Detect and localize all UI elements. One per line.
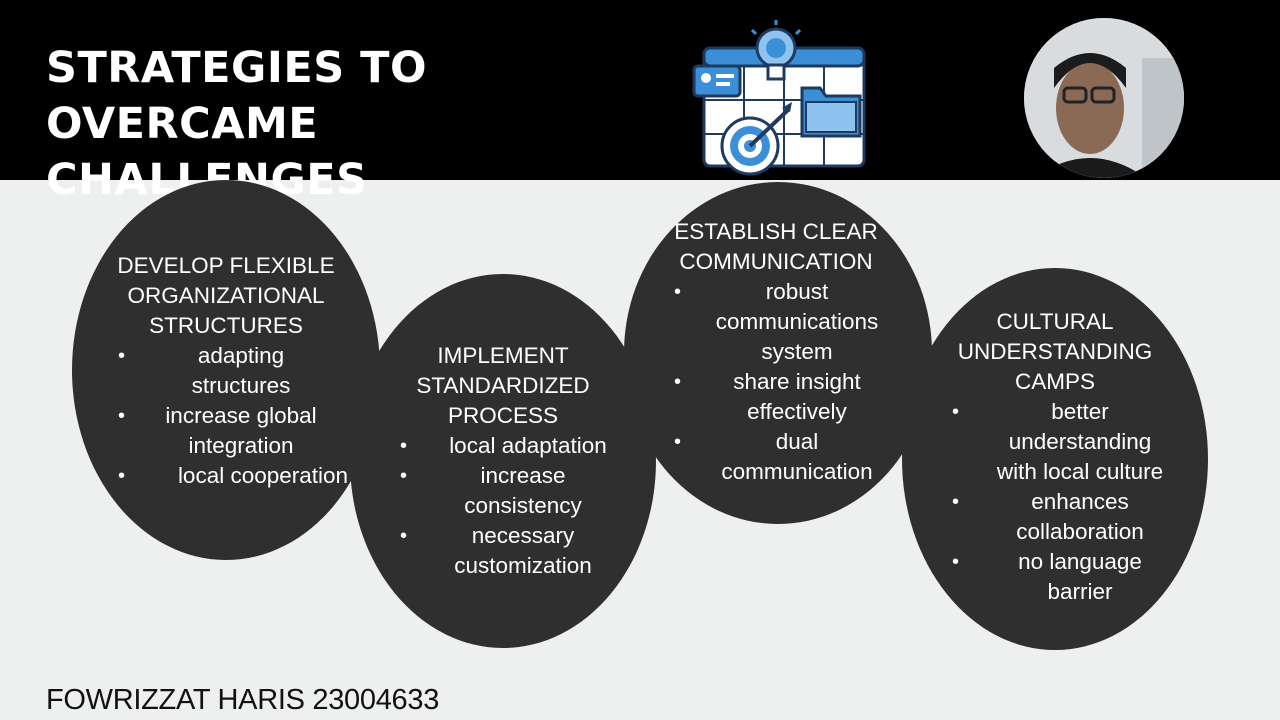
- title-line-2: CHALLENGES: [46, 155, 368, 205]
- strategy-illustration-icon: [692, 20, 866, 176]
- strategy-oval-flexible-structures: DEVELOP FLEXIBLE ORGANIZATIONAL STRUCTUR…: [72, 180, 380, 560]
- heading-line: CULTURAL: [996, 309, 1114, 334]
- heading-line: CAMPS: [1014, 369, 1095, 394]
- strategy-oval-standardized-process: IMPLEMENT STANDARDIZED PROCESS local ada…: [350, 274, 656, 648]
- heading-line: COMMUNICATION: [679, 249, 873, 274]
- bullet-continuation: effectively: [747, 399, 847, 424]
- folder-icon: [800, 86, 862, 138]
- strategy-heading: DEVELOP FLEXIBLE ORGANIZATIONAL STRUCTUR…: [72, 251, 380, 341]
- strategy-heading: CULTURAL UNDERSTANDING CAMPS: [902, 307, 1208, 397]
- strategy-oval-cultural-camps: CULTURAL UNDERSTANDING CAMPS better unde…: [902, 268, 1208, 650]
- bullet-item: no language: [952, 547, 1192, 577]
- bullet-continuation: barrier: [1047, 579, 1113, 604]
- strategy-heading: ESTABLISH CLEAR COMMUNICATION: [622, 217, 930, 277]
- bullet-continuation: structures: [191, 373, 291, 398]
- title-line-1: STRATEGIES TO OVERCAME: [46, 43, 428, 149]
- presenter-webcam: [1024, 18, 1184, 178]
- target-icon: [720, 102, 792, 176]
- strategy-bullets: robust communications system share insig…: [674, 277, 904, 487]
- bullet-continuation: communications: [715, 309, 879, 334]
- bullet-item: local cooperation: [118, 461, 378, 491]
- bullet-continuation: customization: [454, 553, 592, 578]
- strategy-bullets: better understanding with local culture …: [952, 397, 1192, 607]
- slide-title: STRATEGIES TO OVERCAME CHALLENGES: [46, 40, 686, 208]
- heading-line: ESTABLISH CLEAR: [674, 219, 878, 244]
- bullet-item: enhances: [952, 487, 1192, 517]
- title-bar: STRATEGIES TO OVERCAME CHALLENGES: [0, 0, 1280, 205]
- bullet-continuation: understanding: [1008, 429, 1152, 454]
- heading-line: STANDARDIZED: [416, 373, 590, 398]
- heading-line: IMPLEMENT: [437, 343, 569, 368]
- bullet-item: necessary: [400, 521, 630, 551]
- strategy-oval-clear-communication: ESTABLISH CLEAR COMMUNICATION robust com…: [624, 182, 932, 524]
- lightbulb-icon: [750, 20, 802, 81]
- bullet-item: increase: [400, 461, 630, 491]
- heading-line: UNDERSTANDING: [957, 339, 1153, 364]
- id-card-icon: [692, 64, 742, 98]
- bullet-continuation: system: [761, 339, 833, 364]
- heading-line: STRUCTURES: [149, 313, 303, 338]
- strategy-bullets: adapting structures increase global inte…: [118, 341, 348, 491]
- author-footer: FOWRIZZAT HARIS 23004633: [46, 684, 440, 716]
- heading-line: ORGANIZATIONAL: [127, 283, 325, 308]
- bullet-item: dual: [674, 427, 904, 457]
- bullet-continuation: communication: [721, 459, 873, 484]
- strategy-heading: IMPLEMENT STANDARDIZED PROCESS: [350, 341, 656, 431]
- bullet-item: adapting: [118, 341, 348, 371]
- bullet-item: robust: [674, 277, 904, 307]
- bullet-continuation: integration: [188, 433, 294, 458]
- bullet-item: share insight: [674, 367, 904, 397]
- presenter-avatar: [1024, 18, 1184, 178]
- strategy-bullets: local adaptation increase consistency ne…: [400, 431, 630, 581]
- heading-line: DEVELOP FLEXIBLE: [117, 253, 335, 278]
- bullet-item: better: [952, 397, 1192, 427]
- bullet-continuation: collaboration: [1016, 519, 1144, 544]
- bullet-continuation: consistency: [464, 493, 582, 518]
- bullet-item: local adaptation: [400, 431, 630, 461]
- heading-line: PROCESS: [447, 403, 559, 428]
- bullet-item: increase global: [118, 401, 348, 431]
- bullet-continuation: with local culture: [996, 459, 1164, 484]
